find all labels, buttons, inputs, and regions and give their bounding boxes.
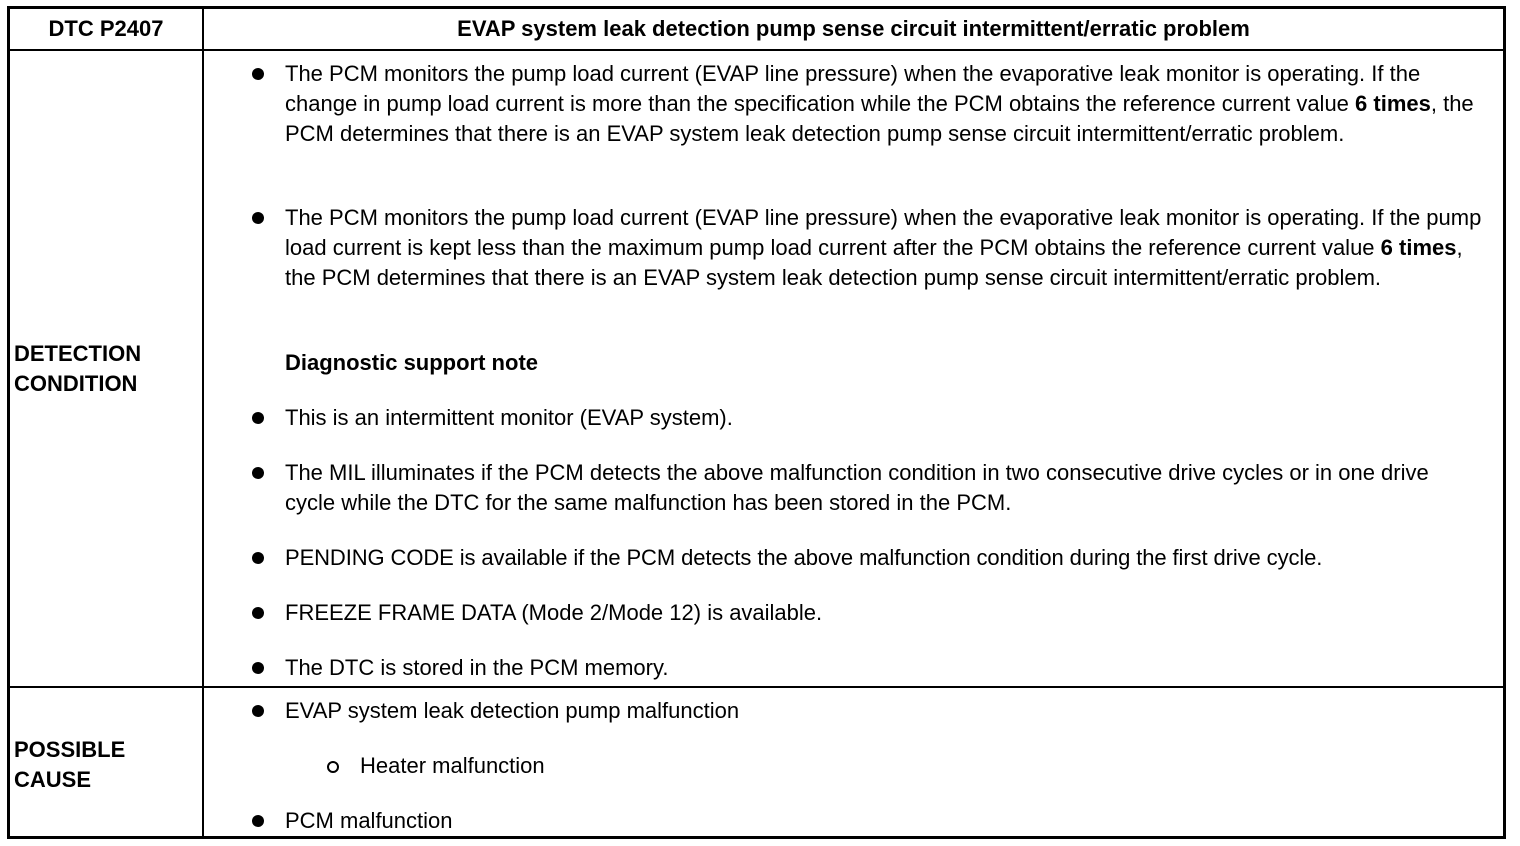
label-line: CAUSE xyxy=(14,767,92,792)
cause-item: PCM malfunction xyxy=(250,806,1483,836)
cause-sub-text: Heater malfunction xyxy=(360,753,545,778)
detection-item: The PCM monitors the pump load current (… xyxy=(250,203,1483,323)
note-item: The DTC is stored in the PCM memory. xyxy=(250,653,1483,683)
label-line: POSSIBLE xyxy=(14,737,126,762)
cause-text: PCM malfunction xyxy=(285,808,453,833)
bullet-icon xyxy=(252,552,264,564)
note-item: This is an intermittent monitor (EVAP sy… xyxy=(250,403,1483,433)
detection-item: The PCM monitors the pump load current (… xyxy=(250,59,1483,179)
possible-cause-label: POSSIBLE CAUSE xyxy=(14,735,200,795)
bullet-icon xyxy=(252,607,264,619)
note-text: The MIL illuminates if the PCM detects t… xyxy=(285,460,1429,515)
note-item: The MIL illuminates if the PCM detects t… xyxy=(250,458,1483,518)
column-divider xyxy=(202,9,204,836)
header-divider xyxy=(10,49,1503,51)
dtc-table: DTC P2407 EVAP system leak detection pum… xyxy=(7,6,1506,839)
bullet-icon xyxy=(252,68,264,80)
dtc-code: DTC P2407 xyxy=(48,16,164,41)
note-item: FREEZE FRAME DATA (Mode 2/Mode 12) is av… xyxy=(250,598,1483,628)
note-text: FREEZE FRAME DATA (Mode 2/Mode 12) is av… xyxy=(285,600,823,625)
cause-text: EVAP system leak detection pump malfunct… xyxy=(285,698,740,723)
section-divider xyxy=(10,686,1503,688)
cause-sub-item: Heater malfunction xyxy=(325,751,1483,781)
label-line: DETECTION xyxy=(14,341,142,366)
diagnostic-support-note-heading: Diagnostic support note xyxy=(285,350,538,375)
bullet-icon xyxy=(252,705,264,717)
note-text: PENDING CODE is available if the PCM det… xyxy=(285,545,1323,570)
dtc-code-cell: DTC P2407 xyxy=(10,9,202,49)
label-line: CONDITION xyxy=(14,371,138,396)
note-item: PENDING CODE is available if the PCM det… xyxy=(250,543,1483,573)
bullet-icon xyxy=(252,815,264,827)
bullet-icon xyxy=(252,662,264,674)
bullet-icon xyxy=(252,412,264,424)
cause-item: EVAP system leak detection pump malfunct… xyxy=(250,696,1483,726)
detection-item-text: The PCM monitors the pump load current (… xyxy=(285,61,1474,146)
detection-item-text: The PCM monitors the pump load current (… xyxy=(285,205,1482,290)
dtc-title-cell: EVAP system leak detection pump sense ci… xyxy=(204,9,1503,49)
bullet-icon xyxy=(252,212,264,224)
note-text: This is an intermittent monitor (EVAP sy… xyxy=(285,405,733,430)
bullet-icon xyxy=(252,467,264,479)
note-text: The DTC is stored in the PCM memory. xyxy=(285,655,669,680)
detection-condition-label: DETECTION CONDITION xyxy=(14,339,200,399)
dtc-title: EVAP system leak detection pump sense ci… xyxy=(457,16,1250,41)
hollow-bullet-icon xyxy=(327,761,339,773)
